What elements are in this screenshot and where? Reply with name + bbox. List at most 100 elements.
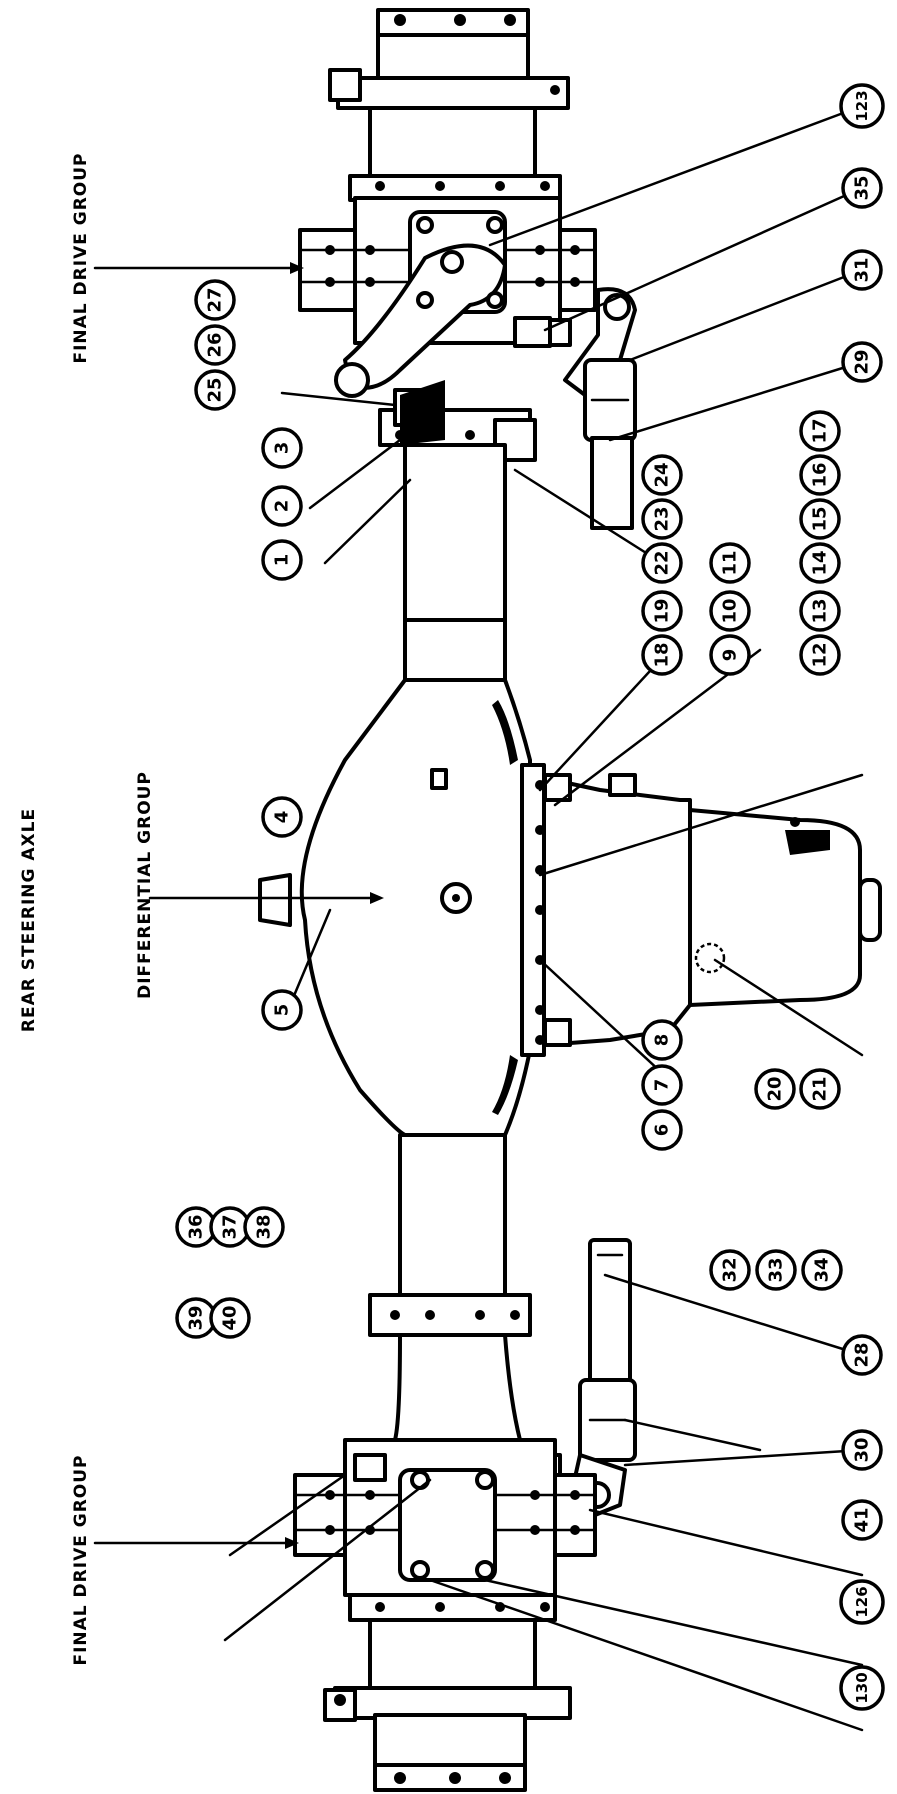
callout-24: 24	[641, 454, 683, 496]
callout-39: 39	[175, 1297, 217, 1339]
callout-number: 27	[205, 287, 226, 312]
group-label-differential: DIFFERENTIAL GROUP	[135, 771, 155, 999]
callout-circle	[841, 341, 883, 383]
callout-circle	[755, 1249, 797, 1291]
callout-6: 6	[641, 1109, 683, 1151]
callout-8: 8	[641, 1019, 683, 1061]
callout-32: 32	[709, 1249, 751, 1291]
callout-number: 31	[852, 257, 873, 282]
callout-41: 41	[841, 1499, 883, 1541]
callout-number: 36	[186, 1214, 207, 1239]
callout-number: 16	[810, 462, 831, 487]
callout-number: 25	[205, 377, 226, 402]
callout-circle	[194, 324, 236, 366]
callout-number: 26	[205, 332, 226, 357]
callout-circle	[709, 634, 751, 676]
callout-circle	[799, 410, 841, 452]
callout-number: 24	[652, 462, 673, 487]
callout-circle	[799, 1068, 841, 1110]
callout-number: 4	[272, 811, 293, 824]
callout-circle	[841, 1429, 883, 1471]
callout-number: 32	[720, 1257, 741, 1282]
callout-circle	[799, 590, 841, 632]
callout-126: 126	[839, 1579, 885, 1625]
callout-number: 35	[852, 175, 873, 200]
callout-circle	[209, 1297, 251, 1339]
callout-14: 14	[799, 542, 841, 584]
callout-16: 16	[799, 454, 841, 496]
callout-4: 4	[261, 796, 303, 838]
callout-number: 14	[810, 550, 831, 575]
callout-number: 21	[810, 1076, 831, 1101]
callout-circle	[641, 1019, 683, 1061]
callout-11: 11	[709, 542, 751, 584]
callout-number: 30	[852, 1437, 873, 1462]
callout-33: 33	[755, 1249, 797, 1291]
callout-number: 39	[186, 1305, 207, 1330]
callout-17: 17	[799, 410, 841, 452]
callout-number: 41	[852, 1507, 873, 1532]
callout-22: 22	[641, 542, 683, 584]
callout-21: 21	[799, 1068, 841, 1110]
callout-10: 10	[709, 590, 751, 632]
callout-123: 123	[839, 83, 885, 129]
callout-1: 1	[261, 539, 303, 581]
callout-circle	[641, 590, 683, 632]
callout-number: 28	[852, 1342, 873, 1367]
callout-circle	[261, 796, 303, 838]
callout-30: 30	[841, 1429, 883, 1471]
callout-18: 18	[641, 634, 683, 676]
callout-circle	[841, 167, 883, 209]
callout-35: 35	[841, 167, 883, 209]
callout-circle	[194, 369, 236, 411]
callout-29: 29	[841, 341, 883, 383]
callout-circle	[261, 539, 303, 581]
callout-number: 11	[720, 550, 741, 575]
callout-number: 19	[652, 598, 673, 623]
callout-number: 20	[765, 1076, 786, 1101]
callout-circle	[641, 1109, 683, 1151]
callout-number: 38	[254, 1214, 275, 1239]
group-label-final-drive-top: FINAL DRIVE GROUP	[71, 152, 91, 363]
differential-housing	[148, 678, 532, 1137]
callout-number: 130	[853, 1672, 871, 1703]
callout-number: 18	[652, 642, 673, 667]
callout-number: 126	[853, 1586, 871, 1617]
callout-circle	[799, 454, 841, 496]
callout-40: 40	[209, 1297, 251, 1339]
callout-20: 20	[754, 1068, 796, 1110]
callout-130: 130	[839, 1665, 885, 1711]
callout-circle	[641, 1064, 683, 1106]
callout-31: 31	[841, 249, 883, 291]
callout-number: 10	[720, 598, 741, 623]
lower-steering-arm	[523, 1238, 637, 1517]
callout-23: 23	[641, 498, 683, 540]
callout-7: 7	[641, 1064, 683, 1106]
callout-38: 38	[243, 1206, 285, 1248]
top-steering-arm	[513, 287, 637, 530]
callout-37: 37	[209, 1206, 251, 1248]
section-titles: REAR STEERING AXLE DIFFERENTIAL GROUP FI…	[19, 152, 155, 1665]
callout-circle	[709, 1249, 751, 1291]
callout-circle	[799, 542, 841, 584]
callout-34: 34	[801, 1249, 843, 1291]
callout-number: 34	[812, 1257, 833, 1282]
callout-circle	[841, 1499, 883, 1541]
callout-number: 7	[652, 1079, 673, 1092]
top-wheel-hub	[328, 8, 570, 202]
callout-number: 3	[272, 442, 293, 455]
callout-15: 15	[799, 498, 841, 540]
callout-number: 13	[810, 598, 831, 623]
callout-number: 22	[652, 550, 673, 575]
callout-12: 12	[799, 634, 841, 676]
callout-number: 17	[810, 418, 831, 443]
callout-number: 33	[766, 1257, 787, 1282]
top-final-drive	[298, 196, 597, 398]
leader-lines	[223, 104, 864, 1732]
top-king-pin-bearing	[378, 380, 537, 462]
callout-circle	[261, 427, 303, 469]
callout-3: 3	[261, 427, 303, 469]
callout-circle	[641, 542, 683, 584]
callout-27: 27	[194, 279, 236, 321]
callout-number: 2	[272, 500, 293, 513]
